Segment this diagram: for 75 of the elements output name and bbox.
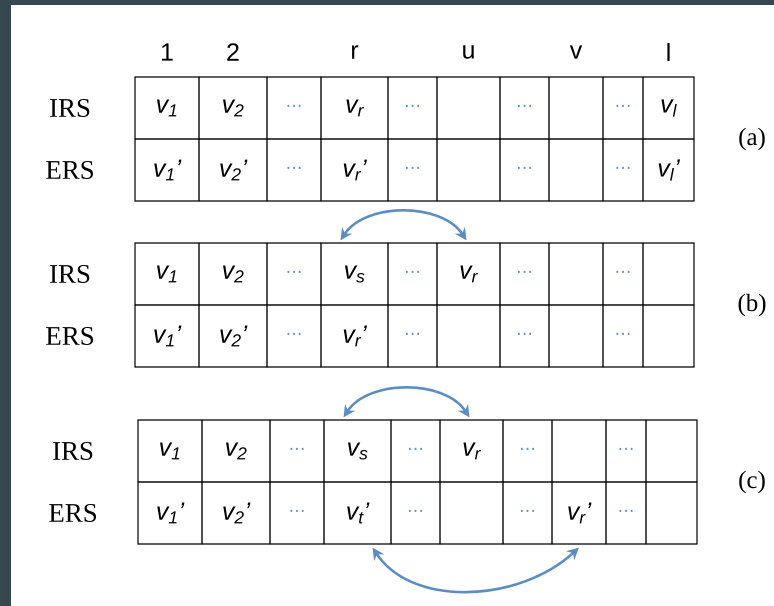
row-label: ERS: [46, 160, 94, 180]
table-cell: v$_{1}$’: [134, 304, 200, 368]
table-cell: ⋯: [266, 304, 322, 368]
column-index: l: [667, 42, 670, 62]
table-cell: ⋯: [387, 242, 438, 306]
table-cell: v$_{1}$: [134, 76, 200, 140]
table-cell: [436, 304, 501, 368]
row-label: ERS: [49, 504, 96, 522]
table-cell: v$_{l}$: [642, 76, 695, 140]
column-index: u: [463, 45, 474, 59]
row-label: IRS: [53, 442, 92, 460]
column-index: v: [570, 45, 582, 59]
table-cell: ⋯: [602, 138, 644, 202]
table-cell: ⋯: [602, 76, 644, 140]
table-cell: v$_{r}$: [439, 419, 504, 483]
table-cell: ⋯: [387, 304, 438, 368]
table-cell: v$_{t}$’: [323, 481, 392, 545]
table-cell: v$_{2}$’: [201, 481, 271, 545]
table-cell: v$_{s}$: [320, 242, 389, 306]
table-cell: v$_{r}$’: [551, 481, 607, 545]
table-cell: v$_{s}$: [323, 419, 392, 483]
table-cell: ⋯: [499, 304, 550, 368]
row-label: IRS: [50, 98, 90, 118]
table-cell: ⋯: [269, 481, 325, 545]
table-cell: ⋯: [269, 419, 325, 483]
table-cell: ⋯: [499, 76, 550, 140]
table-cell: v$_{2}$’: [198, 304, 268, 368]
table-cell: v$_{2}$: [198, 242, 268, 306]
table-cell: ⋯: [387, 138, 438, 202]
column-index: 2: [227, 43, 239, 61]
table-cell: [642, 304, 695, 368]
table-cell: v$_{2}$’: [198, 138, 268, 202]
table-cell: ⋯: [499, 242, 550, 306]
table-cell: v$_{1}$’: [137, 481, 203, 545]
table-cell: [548, 138, 604, 202]
table-cell: [548, 242, 604, 306]
table-cell: v$_{2}$: [201, 419, 271, 483]
column-index: r: [352, 45, 358, 59]
table-cell: v$_{2}$: [198, 76, 268, 140]
table-cell: ⋯: [605, 481, 647, 545]
table-cell: ⋯: [390, 481, 441, 545]
table-cell: v$_{1}$: [134, 242, 200, 306]
table-cell: ⋯: [266, 76, 322, 140]
table-cell: ⋯: [602, 304, 644, 368]
table-cell: ⋯: [605, 419, 647, 483]
table-cell: v$_{r}$: [436, 242, 501, 306]
panel-label: (b): [738, 294, 766, 316]
table-cell: [645, 481, 698, 545]
panel-label: (a): [739, 128, 765, 150]
table-cell: v$_{1}$’: [134, 138, 200, 202]
table-cell: ⋯: [266, 242, 322, 306]
table-cell: [436, 76, 501, 140]
table-cell: ⋯: [502, 419, 553, 483]
table-cell: v$_{l}$’: [642, 138, 695, 202]
panel-label: (c): [739, 470, 765, 494]
table-cell: [439, 481, 504, 545]
table-cell: v$_{r}$: [320, 76, 389, 140]
table-cell: v$_{r}$’: [320, 304, 389, 368]
table-cell: ⋯: [266, 138, 322, 202]
table-cell: [548, 304, 604, 368]
table-cell: v$_{1}$: [137, 419, 203, 483]
table-cell: ⋯: [387, 76, 438, 140]
table-cell: [548, 76, 604, 140]
column-index: 1: [162, 43, 173, 61]
table-cell: v$_{r}$’: [320, 138, 389, 202]
table-cell: [642, 242, 695, 306]
row-label: IRS: [50, 264, 90, 284]
table-cell: ⋯: [602, 242, 644, 306]
table-cell: ⋯: [390, 419, 441, 483]
table-cell: [645, 419, 698, 483]
table-cell: [551, 419, 607, 483]
row-label: ERS: [46, 326, 94, 346]
table-cell: ⋯: [499, 138, 550, 202]
table-cell: [436, 138, 501, 202]
table-cell: ⋯: [502, 481, 553, 545]
